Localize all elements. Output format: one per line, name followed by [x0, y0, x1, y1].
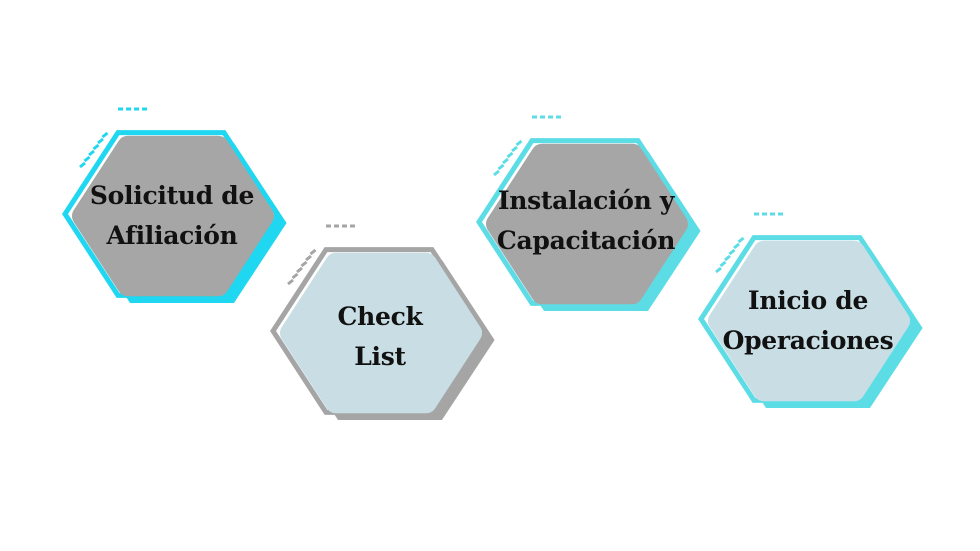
accent-stripe — [493, 169, 500, 177]
step-label: Instalación y Capacitación — [486, 176, 686, 266]
accent-stripe — [101, 131, 109, 139]
step-instalacion-y-capacitacion: Instalación y Capacitación — [476, 113, 701, 335]
accent-stripe — [287, 278, 294, 286]
accent-stripe — [309, 248, 317, 256]
accent-stripe — [92, 143, 100, 151]
step-label-line-2: Operaciones — [722, 326, 894, 355]
accent-stripe — [733, 242, 740, 250]
step-label-line-2: Capacitación — [496, 226, 676, 255]
step-label-line-1: Inicio de — [747, 286, 869, 315]
accent-stripes — [715, 212, 783, 274]
accent-stripe — [724, 254, 731, 262]
step-label-line-1: Check — [337, 302, 423, 331]
accent-stripe — [97, 137, 104, 145]
hexagon-inner-fill — [280, 252, 482, 414]
hexagon-frame-icon — [270, 224, 495, 420]
step-label: Inicio de Operaciones — [708, 276, 908, 366]
accent-stripe — [291, 272, 299, 280]
accent-stripes — [79, 107, 147, 169]
accent-stripe — [515, 139, 523, 147]
accent-stripe — [728, 248, 736, 256]
accent-stripe — [83, 155, 91, 163]
accent-stripe — [737, 236, 745, 244]
accent-stripe — [719, 260, 727, 268]
hexagon-inner-fill — [72, 135, 274, 297]
accent-stripe — [300, 260, 308, 268]
accent-stripes — [287, 224, 355, 286]
step-solicitud-de-afiliacion: Solicitud de Afiliación — [62, 105, 287, 327]
accent-stripes — [493, 115, 561, 177]
step-check-list: Check List — [270, 222, 495, 444]
hexagon-inner-fill — [486, 143, 688, 305]
accent-stripe — [502, 157, 509, 165]
hexagon-frame-icon — [698, 212, 923, 408]
step-label-line-2: Afiliación — [106, 221, 238, 250]
step-label-line-1: Instalación y — [497, 186, 675, 215]
step-inicio-de-operaciones: Inicio de Operaciones — [698, 210, 923, 432]
hexagon-frame-icon — [62, 107, 287, 303]
accent-stripe — [506, 151, 514, 159]
hexagon-frame-icon — [476, 115, 701, 311]
step-label-line-2: List — [354, 342, 406, 371]
accent-stripe — [88, 149, 95, 157]
accent-stripe — [79, 161, 86, 169]
step-label: Check List — [280, 292, 480, 382]
step-label: Solicitud de Afiliación — [72, 171, 272, 261]
accent-stripe — [296, 266, 303, 274]
hexagon-inner-fill — [708, 240, 910, 402]
step-label-line-1: Solicitud de — [89, 181, 255, 210]
accent-stripe — [715, 266, 722, 274]
accent-stripe — [497, 163, 505, 171]
accent-stripe — [305, 254, 312, 262]
accent-stripe — [511, 145, 518, 153]
